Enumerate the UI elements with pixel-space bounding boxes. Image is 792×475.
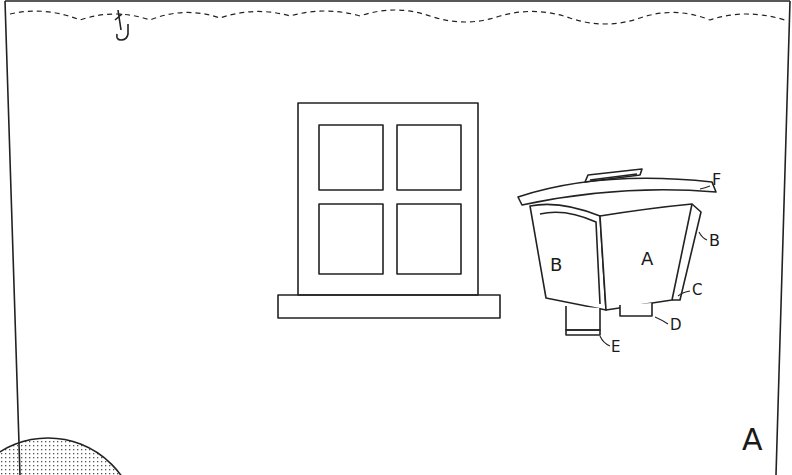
part-letter: B	[709, 233, 720, 249]
part-letter: D	[670, 318, 682, 333]
part-letter: C	[692, 283, 702, 298]
part-letter: B	[550, 256, 562, 274]
panel-letter: A	[742, 425, 763, 455]
part-letter: E	[611, 340, 620, 355]
part-letter: F	[712, 172, 721, 188]
part-letter: A	[641, 250, 653, 268]
